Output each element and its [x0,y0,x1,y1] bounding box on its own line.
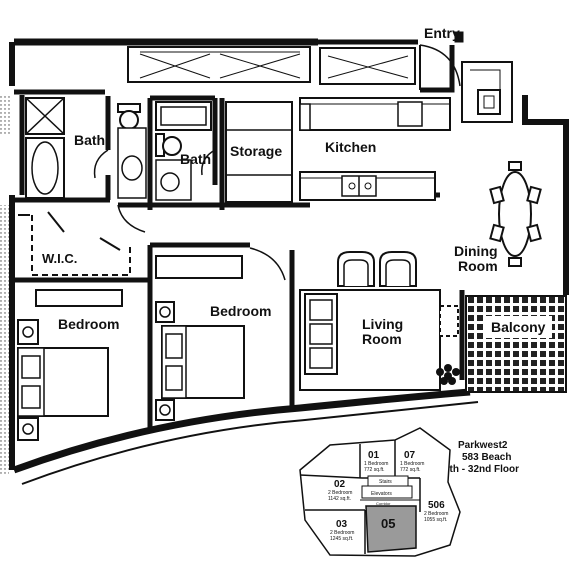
key-plan [299,427,461,557]
wic-label: W.I.C. [42,251,77,266]
unit-03-type: 2 Bedroom [330,530,354,536]
kitchen-counters [299,97,451,201]
exterior-hatch-top-left [0,95,12,135]
unit-02-num: 02 [334,479,346,490]
interior-walls [14,89,465,430]
unit-506-type: 2 Bedroom [424,511,448,517]
unit-506-num: 506 [428,500,445,511]
balcony-label: Balcony [491,319,546,335]
building-address: 583 Beach [462,452,511,463]
bedroom2-label: Bedroom [210,303,271,319]
balcony-floor [465,295,567,393]
window-strip [127,46,416,85]
dining-label-1: Dining [454,243,498,259]
exterior-walls [9,38,569,485]
building-floors: 6th - 32nd Floor [444,464,519,475]
unit-05-highlight [365,505,417,553]
bedroom1-furniture [17,289,123,441]
bedroom1-label: Bedroom [58,316,119,332]
unit-05-num: 05 [381,516,395,531]
exterior-hatch-left [0,205,9,475]
unit-02-type: 2 Bedroom [328,490,352,496]
unit-07-size: 772 sq.ft. [400,467,421,473]
unit-03-size: 1245 sq.ft. [330,536,353,542]
storage-fixtures [225,101,293,203]
unit-07-num: 07 [404,450,416,461]
building-name: Parkwest2 [458,440,508,451]
kitchen-label: Kitchen [325,139,376,155]
bath2-label: Bath [180,151,211,167]
entry-door[interactable] [419,31,464,90]
unit-03-num: 03 [336,519,348,530]
unit-02-size: 1142 sq.ft. [328,496,351,502]
plant-icon [436,364,460,385]
unit-07-type: 1 Bedroom [400,461,424,467]
elevators-label: Elevators [371,491,392,497]
bath1-label: Bath [74,132,105,148]
dining-table [489,161,542,267]
living-label-1: Living [362,316,403,332]
living-label-2: Room [362,331,402,347]
entry-label: Entry [424,25,460,41]
door-swings [93,135,293,233]
living-furniture [299,251,459,391]
unit-01-num: 01 [368,450,380,461]
bath1-fixtures [25,97,147,199]
wic-outline [18,211,131,276]
corridor-label: Corridor [376,501,391,506]
unit-01-type: 1 Bedroom [364,461,388,467]
unit-506-size: 1055 sq.ft. [424,517,447,523]
storage-label: Storage [230,143,282,159]
unit-01-size: 772 sq.ft. [364,467,385,473]
bath2-fixtures [155,101,212,201]
dining-label-2: Room [458,258,498,274]
entry-closet [461,61,513,123]
balcony-label-bg [486,316,552,338]
bedroom2-furniture [155,247,286,421]
stairs-label: Stairs [379,479,392,485]
